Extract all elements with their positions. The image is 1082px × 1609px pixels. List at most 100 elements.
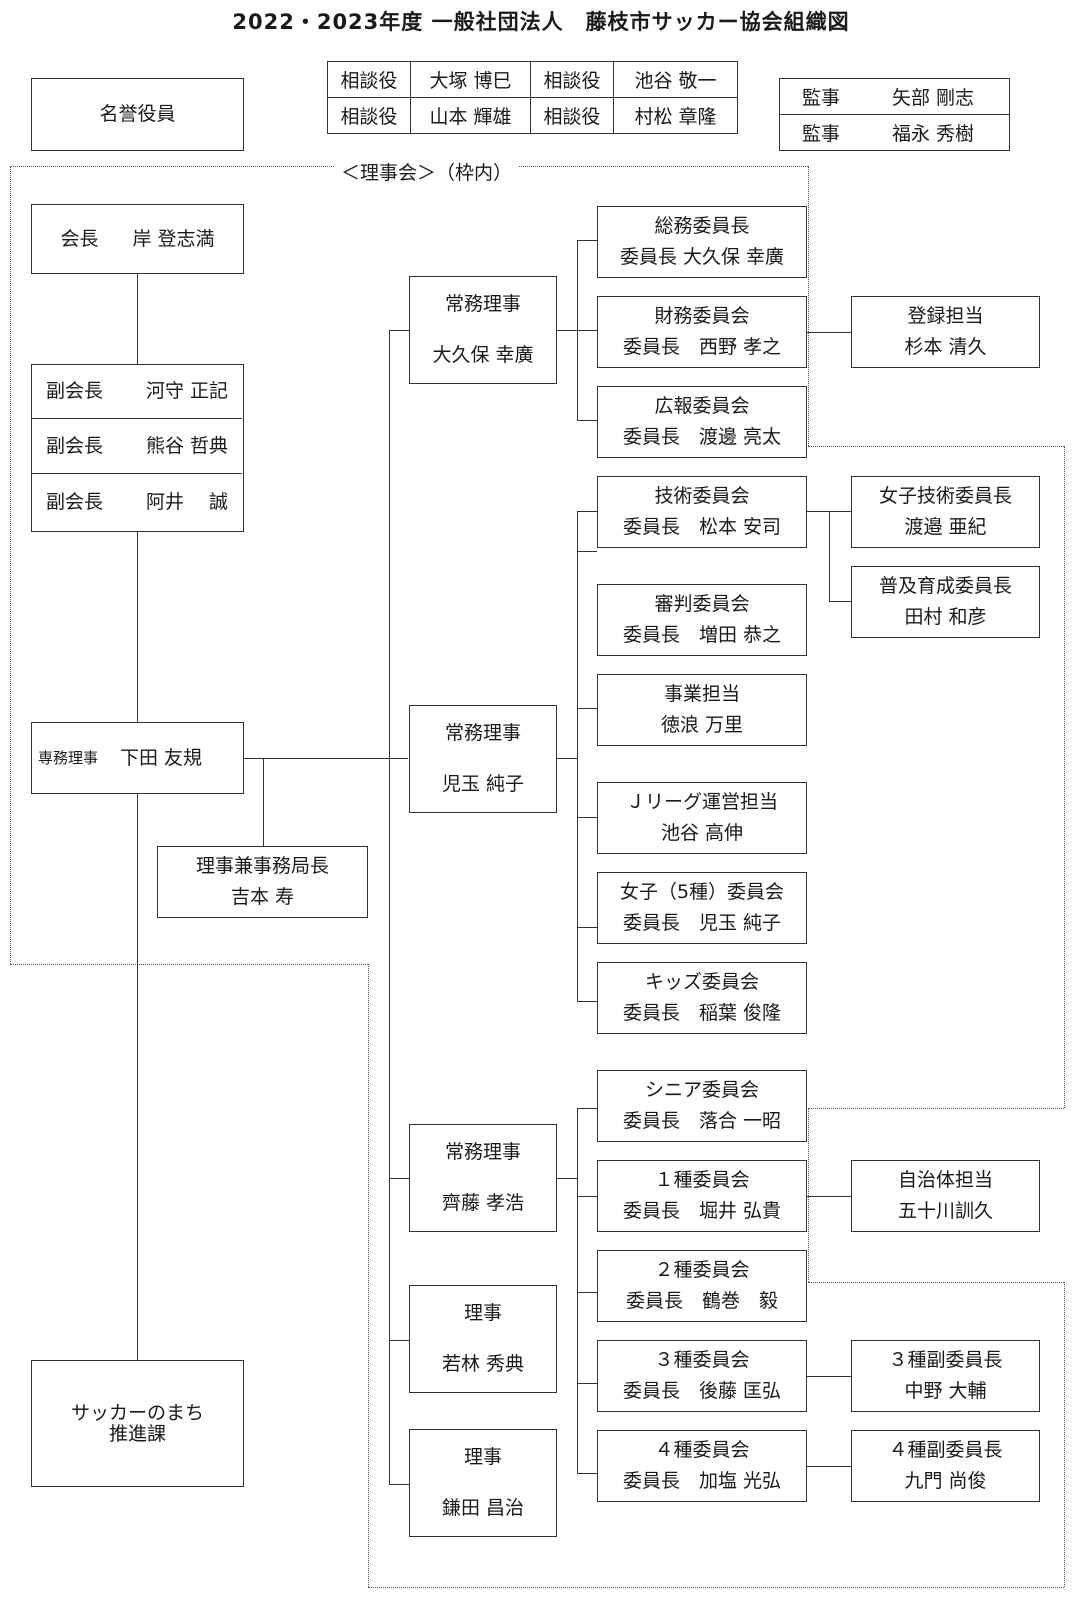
committee-title: 女子（5種）委員会 — [619, 881, 785, 904]
sub-role-title: 自治体担当 — [897, 1169, 993, 1192]
executive-name: 児玉 純子 — [441, 773, 525, 795]
auditor-row: 監事 福永 秀樹 — [779, 114, 1010, 151]
chart-title: 2022・2023年度 一般社団法人 藤枝市サッカー協会組織図 — [232, 10, 850, 34]
sub-role-name: 渡邉 亜紀 — [904, 516, 987, 538]
connector-line — [389, 1178, 409, 1179]
sub-role-name: 杉本 清久 — [904, 336, 987, 358]
advisor-name: 池谷 敬一 — [613, 61, 738, 98]
secretary-general-role: 理事兼事務局長 — [195, 855, 329, 878]
sub-role-name: 五十川訓久 — [897, 1200, 993, 1222]
managing-director-role: 専務理事 — [38, 748, 99, 767]
connector-line — [389, 1484, 409, 1485]
committee-title: Ｊリーグ運営担当 — [625, 791, 778, 814]
executive-role: 常務理事 — [444, 722, 521, 745]
vice-president-row: 副会長 阿井 誠 — [32, 475, 242, 529]
committee-chair: 徳浪 万里 — [660, 714, 744, 736]
executive-name: 鎌田 昌治 — [441, 1497, 525, 1519]
executive-box: 常務理事 齊藤 孝浩 — [409, 1124, 557, 1232]
connector-line — [829, 601, 851, 602]
sub-role-name: 九門 尚俊 — [904, 1470, 987, 1492]
committee-chair: 委員長 稲葉 俊隆 — [622, 1002, 782, 1024]
advisor-role: 相談役 — [530, 97, 614, 134]
connector-line — [577, 817, 597, 818]
sub-role-box: 登録担当 杉本 清久 — [851, 296, 1040, 368]
executive-box: 常務理事 児玉 純子 — [409, 705, 557, 813]
committee-box: 総務委員長 委員長 大久保 幸廣 — [597, 206, 807, 278]
committee-title: ４種委員会 — [654, 1439, 750, 1462]
connector-line — [577, 511, 578, 1001]
executive-role: 常務理事 — [444, 293, 521, 316]
committee-chair: 委員長 増田 恭之 — [622, 624, 782, 646]
committee-chair: 委員長 後藤 匡弘 — [622, 1380, 782, 1402]
connector-line — [389, 1340, 409, 1341]
committee-chair: 委員長 大久保 幸廣 — [619, 246, 785, 268]
connector-line — [137, 794, 138, 1360]
connector-line — [807, 1376, 851, 1377]
committee-title: キッズ委員会 — [644, 971, 759, 994]
auditor-role: 監事 — [802, 87, 841, 109]
connector-line — [807, 1466, 851, 1467]
committee-title: 事業担当 — [663, 683, 740, 706]
vice-president-name: 河守 正記 — [145, 380, 228, 403]
advisor-role: 相談役 — [327, 97, 411, 134]
connector-line — [577, 1196, 597, 1197]
managing-director-name: 下田 友規 — [120, 746, 203, 769]
vice-president-role: 副会長 — [46, 490, 104, 513]
executive-box: 理事 鎌田 昌治 — [409, 1429, 557, 1537]
committee-box: キッズ委員会 委員長 稲葉 俊隆 — [597, 962, 807, 1034]
connector-line — [577, 330, 597, 331]
sub-role-box: 自治体担当 五十川訓久 — [851, 1160, 1040, 1232]
committee-box: １種委員会 委員長 堀井 弘貴 — [597, 1160, 807, 1232]
committee-title: 広報委員会 — [654, 395, 750, 418]
committee-box: 広報委員会 委員長 渡邊 亮太 — [597, 386, 807, 458]
committee-box: ３種委員会 委員長 後藤 匡弘 — [597, 1340, 807, 1412]
sub-role-title: ４種副委員長 — [888, 1439, 1003, 1462]
executive-name: 大久保 幸廣 — [432, 344, 534, 366]
connector-line — [577, 511, 597, 512]
executive-role: 理事 — [463, 1446, 502, 1469]
vice-president-name: 熊谷 哲典 — [145, 435, 228, 458]
promotion-dept-box: サッカーのまち 推進課 — [31, 1360, 244, 1487]
advisor-role: 相談役 — [530, 61, 614, 98]
committee-chair: 委員長 児玉 純子 — [622, 912, 782, 934]
executive-name: 若林 秀典 — [441, 1353, 525, 1375]
sub-role-name: 中野 大輔 — [904, 1380, 987, 1402]
connector-line — [829, 511, 830, 601]
committee-chair: 委員長 渡邊 亮太 — [622, 426, 782, 448]
committee-box: ４種委員会 委員長 加塩 光弘 — [597, 1430, 807, 1502]
committee-title: 審判委員会 — [654, 593, 750, 616]
sub-role-title: 登録担当 — [907, 305, 984, 328]
vice-president-role: 副会長 — [46, 380, 104, 403]
sub-role-box: ４種副委員長 九門 尚俊 — [851, 1430, 1040, 1502]
secretary-general-name: 吉本 寿 — [230, 886, 295, 908]
committee-box: Ｊリーグ運営担当 池谷 高伸 — [597, 782, 807, 854]
vice-presidents-box: 副会長 河守 正記 副会長 熊谷 哲典 副会長 阿井 誠 — [31, 364, 244, 532]
connector-line — [577, 1108, 597, 1109]
committee-chair: 委員長 加塩 光弘 — [622, 1470, 782, 1492]
committee-box: 女子（5種）委員会 委員長 児玉 純子 — [597, 872, 807, 944]
connector-line — [807, 332, 851, 333]
connector-line — [244, 758, 408, 759]
sub-role-title: 普及育成委員長 — [878, 575, 1012, 598]
auditor-name: 矢部 剛志 — [892, 87, 975, 109]
committee-box: 財務委員会 委員長 西野 孝之 — [597, 296, 807, 368]
committee-title: シニア委員会 — [644, 1079, 759, 1102]
sub-role-title: ３種副委員長 — [888, 1349, 1003, 1372]
committee-title: １種委員会 — [654, 1169, 750, 1192]
vice-president-name: 阿井 誠 — [145, 490, 228, 513]
connector-line — [577, 420, 597, 421]
connector-line — [137, 532, 138, 722]
committee-title: ２種委員会 — [654, 1259, 750, 1282]
promotion-dept-line2: 推進課 — [108, 1422, 166, 1445]
committee-title: ３種委員会 — [654, 1349, 750, 1372]
connector-line — [577, 1292, 597, 1293]
honorary-officers-label: 名誉役員 — [99, 103, 176, 126]
committee-title: 財務委員会 — [654, 305, 750, 328]
connector-line — [389, 330, 409, 331]
committee-chair: 委員長 鶴巻 毅 — [625, 1290, 778, 1312]
committee-title: 総務委員長 — [654, 215, 750, 238]
president-role: 会長 — [60, 227, 99, 250]
auditor-row: 監事 矢部 剛志 — [779, 78, 1010, 115]
committee-chair: 池谷 高伸 — [660, 822, 744, 844]
connector-line — [557, 1178, 577, 1179]
